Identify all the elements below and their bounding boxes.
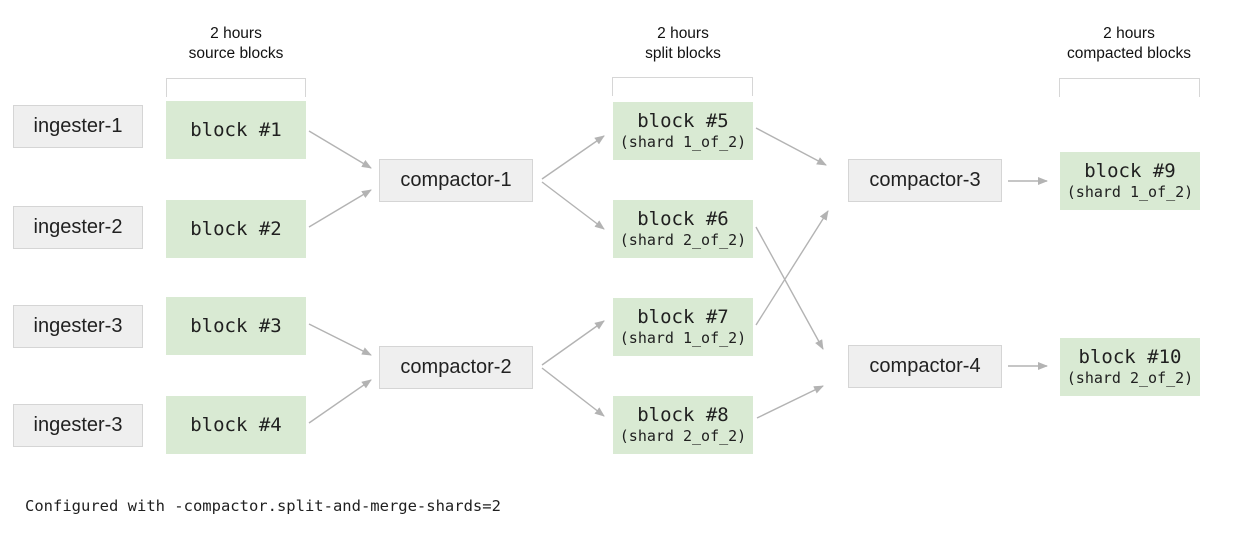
column-header-source-blocks: 2 hours source blocks [136, 24, 336, 64]
header-line-type: split blocks [645, 45, 721, 62]
block-shard-label: (shard 1_of_2) [619, 133, 747, 151]
compactor-box-1: compactor-1 [379, 159, 533, 202]
arrow-compactor-2-to-block-7 [541, 320, 605, 366]
block-label: block #3 [190, 315, 282, 337]
ingester-box-2: ingester-2 [13, 206, 143, 249]
block-label: block #9 [1084, 160, 1176, 182]
bracket-source-blocks [166, 78, 306, 97]
compactor-label: compactor-2 [400, 356, 512, 378]
block-label: block #8 [637, 404, 729, 426]
compactor-label: compactor-4 [869, 355, 981, 377]
arrow-block-6-to-compactor-4 [755, 226, 824, 350]
split-block-5: block #5 (shard 1_of_2) [613, 102, 753, 160]
config-caption: Configured with -compactor.split-and-mer… [25, 497, 501, 515]
block-label: block #2 [190, 218, 282, 240]
block-shard-label: (shard 2_of_2) [619, 231, 747, 249]
block-label: block #5 [637, 110, 729, 132]
block-label: block #1 [190, 119, 282, 141]
compactor-box-2: compactor-2 [379, 346, 533, 389]
bracket-split-blocks [612, 77, 753, 96]
arrow-block-2-to-compactor-1 [308, 189, 372, 228]
source-block-1: block #1 [166, 101, 306, 159]
arrow-block-1-to-compactor-1 [308, 130, 372, 169]
compactor-box-4: compactor-4 [848, 345, 1002, 388]
bracket-compacted-blocks [1059, 78, 1200, 97]
arrow-block-5-to-compactor-3 [755, 127, 827, 166]
arrow-block-8-to-compactor-4 [756, 385, 824, 419]
block-label: block #10 [1078, 346, 1182, 368]
split-block-8: block #8 (shard 2_of_2) [613, 396, 753, 454]
arrow-compactor-2-to-block-8 [541, 367, 605, 417]
arrow-block-3-to-compactor-2 [308, 323, 372, 356]
arrow-block-7-to-compactor-3 [755, 210, 829, 326]
arrow-compactor-1-to-block-6 [541, 181, 605, 230]
arrow-block-4-to-compactor-2 [308, 379, 372, 424]
block-shard-label: (shard 1_of_2) [1066, 183, 1194, 201]
header-line-duration: 2 hours [657, 25, 709, 42]
header-line-duration: 2 hours [1103, 25, 1155, 42]
column-header-compacted-blocks: 2 hours compacted blocks [1029, 24, 1229, 64]
source-block-3: block #3 [166, 297, 306, 355]
block-label: block #6 [637, 208, 729, 230]
compactor-box-3: compactor-3 [848, 159, 1002, 202]
block-shard-label: (shard 2_of_2) [619, 427, 747, 445]
block-label: block #7 [637, 306, 729, 328]
compactor-label: compactor-3 [869, 169, 981, 191]
compacted-block-9: block #9 (shard 1_of_2) [1060, 152, 1200, 210]
block-shard-label: (shard 1_of_2) [619, 329, 747, 347]
ingester-label: ingester-3 [33, 315, 123, 337]
ingester-box-4: ingester-3 [13, 404, 143, 447]
source-block-4: block #4 [166, 396, 306, 454]
arrow-compactor-1-to-block-5 [541, 135, 605, 180]
block-label: block #4 [190, 414, 282, 436]
ingester-label: ingester-3 [33, 414, 123, 436]
header-line-type: compacted blocks [1066, 45, 1192, 62]
header-line-type: source blocks [188, 45, 284, 62]
ingester-label: ingester-1 [33, 115, 123, 137]
compactor-label: compactor-1 [400, 169, 512, 191]
column-header-split-blocks: 2 hours split blocks [583, 24, 783, 64]
ingester-box-3: ingester-3 [13, 305, 143, 348]
source-block-2: block #2 [166, 200, 306, 258]
compacted-block-10: block #10 (shard 2_of_2) [1060, 338, 1200, 396]
split-block-7: block #7 (shard 1_of_2) [613, 298, 753, 356]
split-block-6: block #6 (shard 2_of_2) [613, 200, 753, 258]
block-shard-label: (shard 2_of_2) [1066, 369, 1194, 387]
header-line-duration: 2 hours [210, 25, 262, 42]
ingester-label: ingester-2 [33, 216, 123, 238]
ingester-box-1: ingester-1 [13, 105, 143, 148]
